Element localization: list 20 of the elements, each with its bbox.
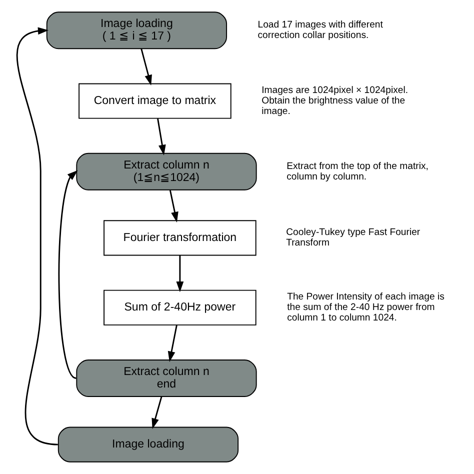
node-box: Extract column n end — [76, 360, 257, 397]
node-box: Sum of 2-40Hz power — [104, 290, 256, 326]
arrow — [176, 255, 184, 292]
node-label: Load 17 images with different correction collar positions. — [258, 20, 383, 42]
node-label: The Power Intensity of each image is the sum of the 2-40 Hz power from column 1 to column 1024. — [287, 291, 444, 324]
arrow — [140, 48, 152, 86]
arrow — [157, 118, 166, 156]
node-box: Convert image to matrix — [78, 83, 232, 119]
node-box: Image loading — [58, 426, 239, 462]
node-box: Extract column n (1≦n≦1024) — [76, 152, 257, 190]
arrow — [16, 27, 58, 446]
node-box: Image loading ( 1 ≦ i ≦ 17 ) — [46, 12, 228, 50]
arrow — [152, 396, 162, 430]
node-label: Cooley-Tukey type Fast Fourier Transform — [286, 227, 420, 249]
node-box: Fourier transformation — [104, 220, 256, 256]
node-label: Images are 1024pixel × 1024pixel. Obtain the brightness value of the image. — [262, 84, 408, 118]
node-label: Extract from the top of the matrix, column by column. — [286, 160, 428, 182]
arrow — [168, 325, 178, 362]
arrow — [169, 190, 178, 222]
arrow — [58, 170, 78, 379]
